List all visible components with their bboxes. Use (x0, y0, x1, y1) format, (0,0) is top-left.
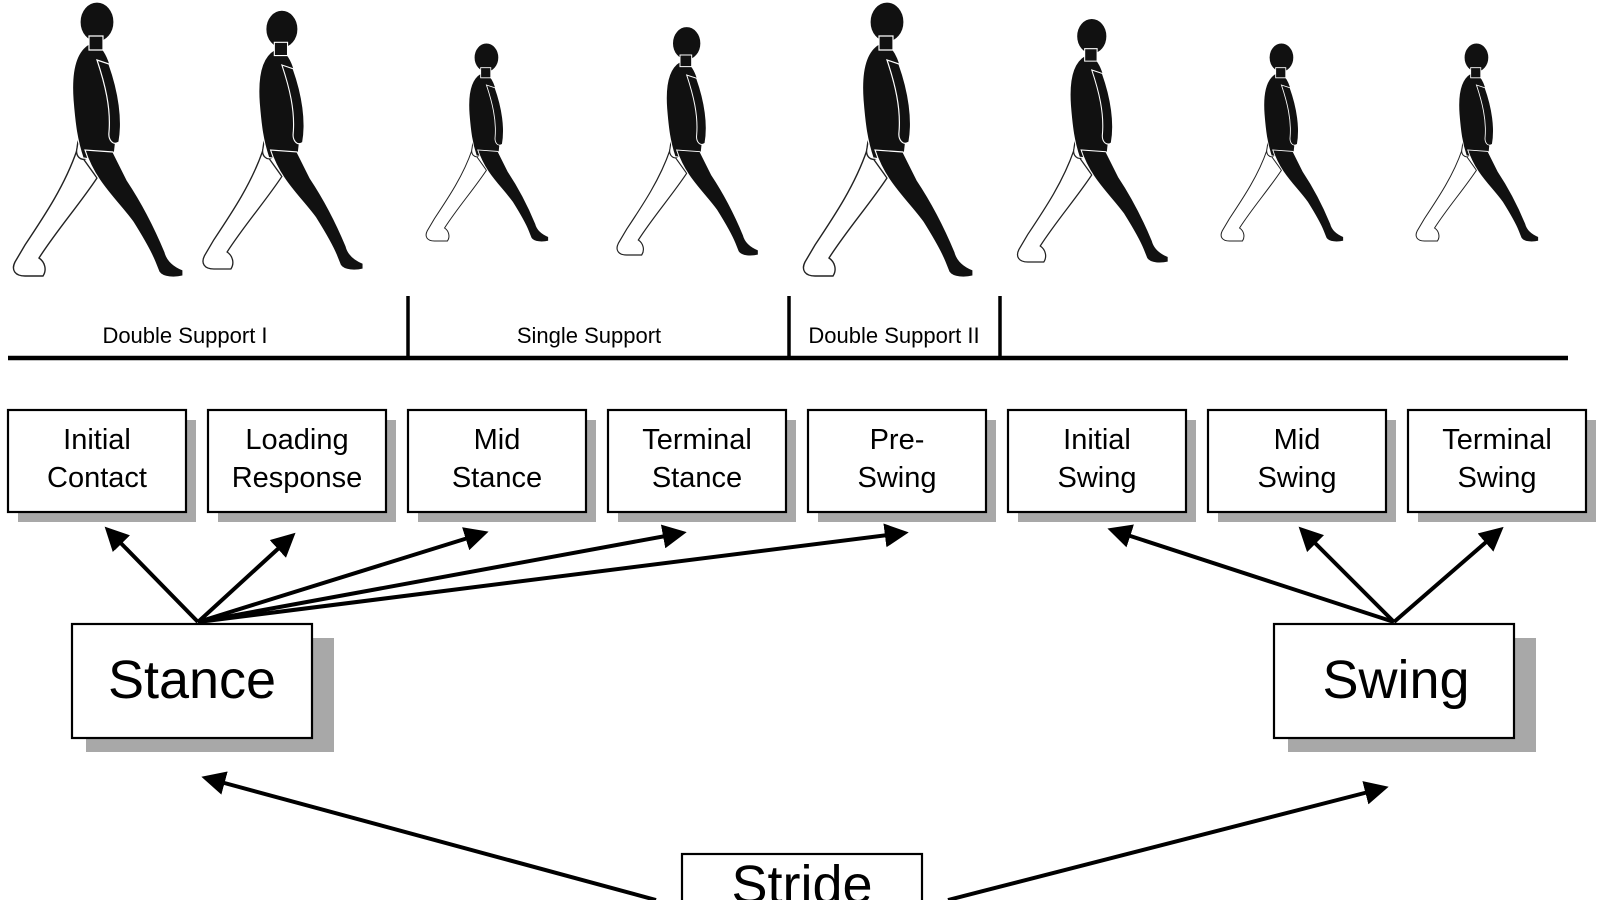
phase-box-mid-swing: Mid Swing (1206, 408, 1396, 522)
phase-label-line1: Terminal (642, 424, 752, 456)
arrow-swing-to-mid-swing (1298, 526, 1396, 624)
phase-label-line1: Pre- (870, 424, 925, 456)
phase-label-line1: Terminal (1442, 424, 1552, 456)
figure-terminal-stance (616, 25, 760, 257)
phase-label-line2: Swing (1058, 462, 1137, 494)
phase-label-line2: Swing (1458, 462, 1537, 494)
phase-label-line1: Mid (474, 424, 521, 456)
stride-box: Stride (680, 852, 924, 900)
figure-pre-swing (802, 1, 974, 278)
phase-box-initial-contact: Initial Contact (6, 408, 196, 522)
figure-initial-contact (12, 1, 184, 278)
stride-arrows (201, 771, 1389, 900)
phase-label-line2: Stance (652, 462, 742, 494)
stance-label: Stance (108, 650, 276, 710)
phase-box-terminal-swing: Terminal Swing (1406, 408, 1596, 522)
swing-box: Swing (1272, 622, 1536, 752)
stride-label: Stride (731, 855, 872, 900)
phase-label-line1: Initial (63, 424, 131, 456)
arrow-stance-to-loading-response (196, 532, 296, 624)
phase-box-pre-swing: Pre- Swing (806, 408, 996, 522)
arrow-stance-to-mid-stance (197, 527, 489, 624)
figure-initial-swing (1016, 17, 1169, 264)
phase-arrows (104, 523, 1504, 624)
arrow-stance-to-initial-contact (104, 526, 200, 624)
phase-box-initial-swing: Initial Swing (1006, 408, 1196, 522)
arrow-stride-to-stance (201, 771, 657, 900)
phase-box-loading-response: Loading Response (206, 408, 396, 522)
phase-label-line1: Loading (245, 424, 348, 456)
phase-label-line1: Initial (1063, 424, 1131, 456)
figure-loading-response (202, 9, 364, 271)
phase-box-terminal-stance: Terminal Stance (606, 408, 796, 522)
phase-label-line2: Swing (858, 462, 937, 494)
support-phase-band: Double Support I Single Support Double S… (8, 296, 1568, 361)
figure-mid-swing (1220, 42, 1345, 243)
walking-figures (12, 1, 1540, 278)
arrow-stride-to-swing (947, 781, 1389, 900)
phase-label-line2: Contact (47, 462, 147, 494)
phase-box-mid-stance: Mid Stance (406, 408, 596, 522)
support-label-double-1: Double Support I (102, 323, 267, 348)
phase-label-line1: Mid (1274, 424, 1321, 456)
arrow-swing-to-initial-swing (1107, 524, 1395, 624)
swing-label: Swing (1322, 650, 1469, 710)
phase-label-line2: Response (232, 462, 363, 494)
figure-mid-stance (425, 42, 550, 243)
phase-label-line2: Swing (1258, 462, 1337, 494)
arrow-swing-to-terminal-swing (1392, 526, 1504, 624)
phase-label-line2: Stance (452, 462, 542, 494)
gait-phase-boxes: Initial Contact Loading Response Mid Sta… (6, 408, 1596, 522)
figure-terminal-swing (1415, 42, 1540, 243)
arrow-stance-to-pre-swing (197, 523, 909, 624)
support-label-double-2: Double Support II (808, 323, 979, 348)
stance-box: Stance (70, 622, 334, 752)
support-label-single: Single Support (517, 323, 661, 348)
arrow-stance-to-terminal-stance (197, 524, 687, 624)
